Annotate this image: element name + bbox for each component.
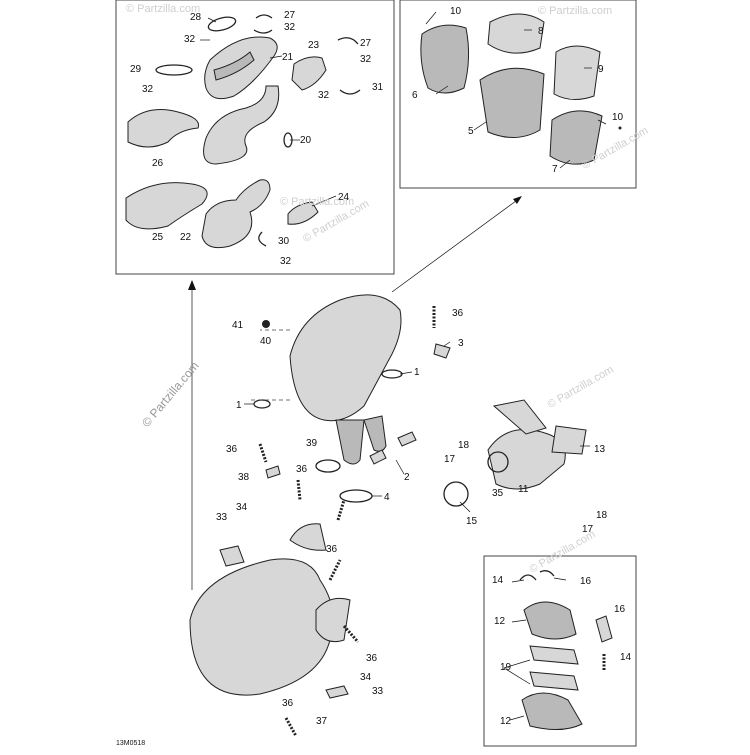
callouts: 28 27 32 32 21 23 27 32 29 32 32 31 26 2… bbox=[130, 6, 632, 727]
callout-34: 34 bbox=[360, 672, 372, 683]
callout-12: 12 bbox=[500, 716, 512, 727]
callout-33: 33 bbox=[216, 512, 228, 523]
callout-15: 15 bbox=[466, 516, 478, 527]
callout-1: 1 bbox=[236, 400, 242, 411]
callout-5: 5 bbox=[468, 126, 474, 137]
callout-27: 27 bbox=[284, 10, 296, 21]
callout-36: 36 bbox=[296, 464, 308, 475]
callout-3: 3 bbox=[458, 338, 464, 349]
callout-19: 19 bbox=[500, 662, 512, 673]
callout-21: 21 bbox=[282, 52, 294, 63]
callout-32: 32 bbox=[284, 22, 296, 33]
reference-arrows bbox=[188, 196, 522, 590]
top-right-parts bbox=[420, 13, 622, 165]
callout-32: 32 bbox=[184, 34, 196, 45]
callout-8: 8 bbox=[538, 26, 544, 37]
top-left-parts bbox=[125, 14, 361, 249]
callout-31: 31 bbox=[372, 82, 384, 93]
callout-2: 2 bbox=[404, 472, 410, 483]
callout-37: 37 bbox=[316, 716, 328, 727]
callout-32: 32 bbox=[280, 256, 292, 267]
callout-29: 29 bbox=[130, 64, 142, 75]
callout-36: 36 bbox=[452, 308, 464, 319]
callout-35: 35 bbox=[492, 488, 504, 499]
callout-36: 36 bbox=[226, 444, 238, 455]
callout-27: 27 bbox=[360, 38, 372, 49]
callout-30: 30 bbox=[278, 236, 290, 247]
callout-36: 36 bbox=[326, 544, 338, 555]
callout-14: 14 bbox=[620, 652, 632, 663]
callout-10: 10 bbox=[612, 112, 624, 123]
callout-20: 20 bbox=[300, 135, 312, 146]
callout-17: 17 bbox=[444, 454, 456, 465]
callout-38: 38 bbox=[238, 472, 250, 483]
callout-40: 40 bbox=[260, 336, 272, 347]
callout-4: 4 bbox=[384, 492, 390, 503]
bottom-right-detail-box bbox=[483, 555, 637, 747]
watermark-top-right: © Partzilla.com bbox=[538, 5, 612, 17]
main-assembly bbox=[189, 294, 587, 737]
callout-1: 1 bbox=[414, 367, 420, 378]
callout-32: 32 bbox=[318, 90, 330, 101]
watermark-upper-mid: © Partzilla.com bbox=[280, 196, 354, 208]
callout-41: 41 bbox=[232, 320, 244, 331]
callout-28: 28 bbox=[190, 12, 202, 23]
callout-32: 32 bbox=[360, 54, 372, 65]
callout-36: 36 bbox=[366, 653, 378, 664]
callout-24: 24 bbox=[338, 192, 350, 203]
watermark-top-left: © Partzilla.com bbox=[126, 3, 200, 15]
top-right-detail-box bbox=[399, 0, 637, 189]
callout-9: 9 bbox=[598, 64, 604, 75]
callout-33: 33 bbox=[372, 686, 384, 697]
callout-26: 26 bbox=[152, 158, 164, 169]
watermark-right: © Partzilla.com bbox=[546, 364, 616, 411]
bottom-right-parts bbox=[519, 570, 613, 730]
callout-18: 18 bbox=[596, 510, 608, 521]
callout-6: 6 bbox=[412, 90, 418, 101]
callout-16: 16 bbox=[614, 604, 626, 615]
callout-34: 34 bbox=[236, 502, 248, 513]
callout-32: 32 bbox=[142, 84, 154, 95]
callout-39: 39 bbox=[306, 438, 318, 449]
callout-10: 10 bbox=[450, 6, 462, 17]
callout-16: 16 bbox=[580, 576, 592, 587]
callout-25: 25 bbox=[152, 232, 164, 243]
top-left-detail-box bbox=[115, 0, 395, 275]
callout-14: 14 bbox=[492, 575, 504, 586]
callout-22: 22 bbox=[180, 232, 192, 243]
callout-11: 11 bbox=[518, 484, 529, 495]
drawing-code: 13M0518 bbox=[116, 740, 145, 747]
callout-23: 23 bbox=[308, 40, 320, 51]
callout-13: 13 bbox=[594, 444, 606, 455]
callout-7: 7 bbox=[552, 164, 558, 175]
callout-36: 36 bbox=[282, 698, 294, 709]
callout-17: 17 bbox=[582, 524, 594, 535]
leader-lines bbox=[200, 11, 607, 721]
watermark-lower-right: © Partzilla.com bbox=[527, 528, 597, 575]
callout-12: 12 bbox=[494, 616, 506, 627]
callout-18: 18 bbox=[458, 440, 470, 451]
